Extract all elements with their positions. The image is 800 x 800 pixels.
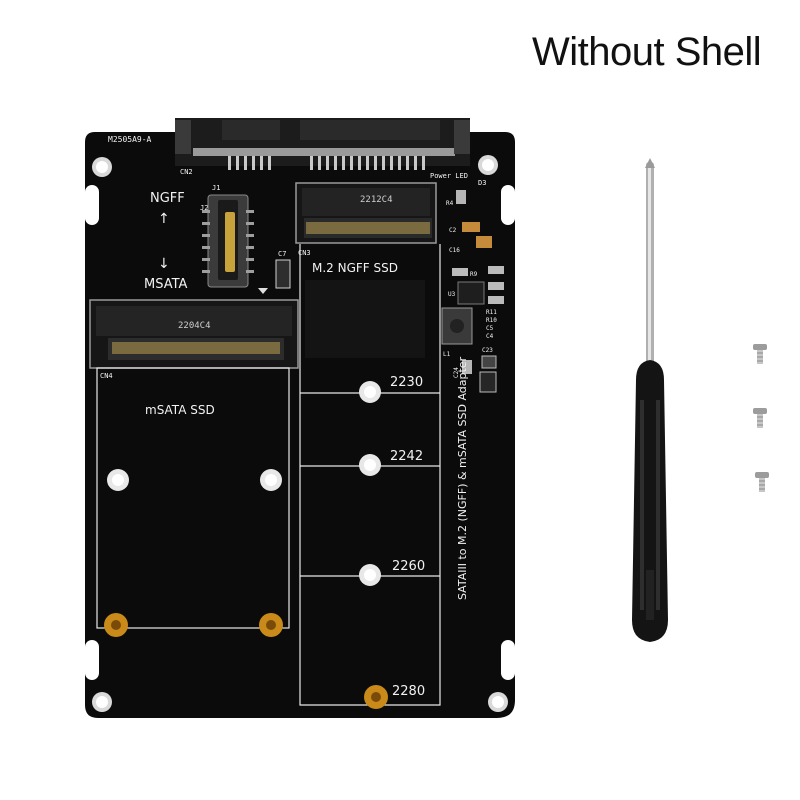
j1-label: J1 (212, 184, 220, 192)
m2-slot-connector: 2212C4 (295, 182, 437, 244)
ngff-label: NGFF (150, 191, 185, 206)
triangle-marker-icon (258, 288, 268, 294)
power-led-label: Power LED (430, 172, 468, 180)
svg-text:R9: R9 (470, 271, 478, 278)
cn2-label: CN2 (180, 168, 193, 176)
msata-slot-code: 2204C4 (178, 321, 211, 331)
jumper-header (202, 194, 254, 288)
size-2280-label: 2280 (392, 684, 425, 699)
c24-label: C24 (453, 367, 460, 378)
msata-slot-connector: 2204C4 (89, 299, 299, 369)
m2-slot-label: M.2 NGFF SSD (312, 261, 398, 275)
size-2230-label: 2230 (390, 375, 423, 390)
screw (753, 344, 767, 364)
svg-text:C5: C5 (486, 325, 494, 332)
j2-label: J2 (200, 204, 208, 212)
capacitor-c7 (275, 259, 291, 289)
d3-label: D3 (478, 179, 486, 187)
screw (755, 472, 769, 492)
svg-text:L1: L1 (443, 351, 451, 358)
arrow-down-icon: ↓ (158, 256, 170, 272)
msata-outline (96, 367, 290, 629)
svg-text:R11: R11 (486, 309, 497, 316)
screw (753, 408, 767, 428)
sata-connector (175, 118, 470, 170)
page-title: Without Shell (532, 30, 762, 74)
size-2260-label: 2260 (392, 559, 425, 574)
msata-slot-label: mSATA SSD (145, 403, 215, 417)
adapter-side-label: SATAIII to M.2 (NGFF) & mSATA SSD Adapte… (456, 356, 469, 600)
svg-text:U3: U3 (448, 291, 456, 298)
svg-text:C4: C4 (486, 333, 494, 340)
size-2242-label: 2242 (390, 449, 423, 464)
m2-chip-area (305, 280, 425, 358)
svg-text:C2: C2 (449, 227, 457, 234)
arrow-up-icon: ↑ (158, 211, 170, 227)
svg-text:R4: R4 (446, 200, 454, 207)
m2-slot-code: 2212C4 (360, 195, 393, 205)
cn4-label: CN4 (100, 372, 113, 380)
svg-text:R10: R10 (486, 317, 497, 324)
c7-label: C7 (278, 250, 286, 258)
msata-label: MSATA (144, 277, 188, 292)
model-code-label: M2505A9-A (108, 135, 152, 144)
svg-text:C23: C23 (482, 347, 493, 354)
screwdriver (632, 158, 668, 642)
component-area: R4 C2 C16 R9 U3 R11 R10 C5 C4 L1 C23 (441, 190, 504, 393)
svg-text:C16: C16 (449, 247, 460, 254)
cn3-label: CN3 (298, 249, 311, 257)
